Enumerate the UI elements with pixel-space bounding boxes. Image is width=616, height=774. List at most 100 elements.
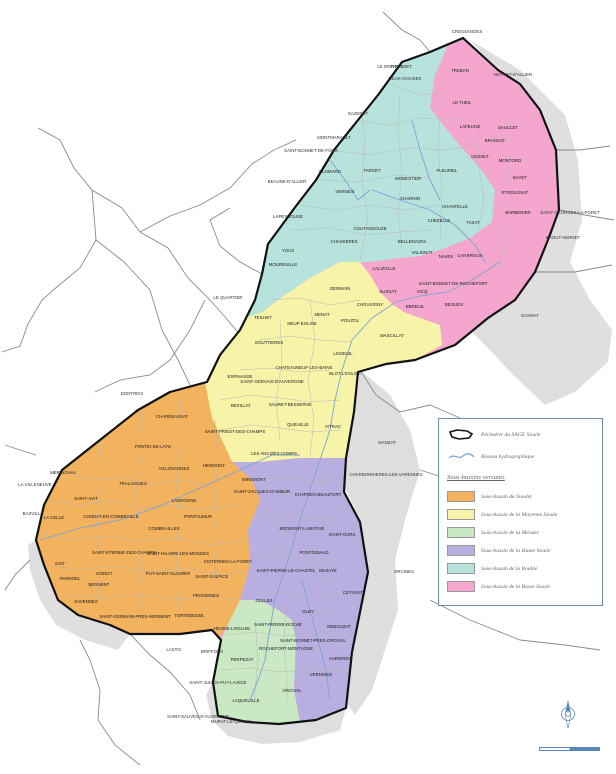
- place-label: POUZOL: [341, 318, 360, 323]
- legend-swatch: [447, 545, 475, 556]
- legend-item: Sous-bassin de la Basse Sioule: [447, 581, 550, 592]
- place-label: EBREUIL: [406, 304, 425, 309]
- legend-swatch: [447, 491, 475, 502]
- place-label: ORCIVAL: [283, 688, 303, 693]
- place-label: SAINT-JACQUES-D'AMBUR: [234, 489, 290, 494]
- legend-river-label: Réseau hydrographique: [481, 453, 535, 460]
- place-label: SAINT-GERVAIS-D'AUVERGNE: [240, 379, 303, 384]
- place-label: LE THEIL: [453, 100, 473, 105]
- place-label: CHASSERES: [330, 239, 357, 244]
- place-label: BRIFFONS: [201, 649, 223, 654]
- legend-item-label: Sous-bassin de la Méouze: [481, 529, 539, 536]
- place-label: MONESTIER: [395, 176, 421, 181]
- river-symbol-icon: [448, 453, 475, 459]
- legend-item-label: Sous-bassin du Sioulet: [481, 493, 532, 500]
- place-label: MONTMARAULT: [317, 135, 351, 140]
- place-label: TRALAIGUES: [119, 481, 147, 486]
- subbasin-haute-sioule: [232, 458, 368, 722]
- legend-item-label: Sous-bassin de la Bouble: [481, 565, 538, 572]
- legend-swatch: [447, 563, 475, 574]
- place-label: NAVES: [439, 254, 454, 259]
- place-label: ORCINES: [394, 569, 414, 574]
- place-label: PUY-SAINT-GULMIER: [146, 571, 190, 576]
- place-label: FLEURIEL: [437, 168, 459, 173]
- place-label: SAINT-BONNET-PRES-ORCIVAL: [280, 638, 347, 643]
- perimeter-symbol-icon: [448, 429, 474, 440]
- place-label: CHAREBASSAT: [156, 414, 189, 419]
- place-label: SAINT-BONNET-DE-FOUR: [284, 148, 338, 153]
- place-label: TRONGET: [390, 64, 412, 69]
- place-label: AURIERES: [329, 656, 352, 661]
- place-label: QUEUILLE: [287, 422, 309, 427]
- legend-swatch: [447, 581, 475, 592]
- legend-item: Sous-bassin du Sioulet: [447, 491, 532, 502]
- place-label: SAZERET: [348, 111, 369, 116]
- place-label: ROCHEFORT-MONTAGNE: [259, 646, 313, 651]
- place-label: GELLES: [255, 598, 272, 603]
- place-label: SAINT-ETIENNE-DES-CHAMPS: [92, 550, 156, 555]
- place-label: CHARROUX: [457, 253, 482, 258]
- place-label: NEUF-EGLISE: [287, 321, 316, 326]
- place-label: LE MONTET: [377, 64, 402, 69]
- place-label: CHOUVIGNY: [357, 302, 384, 307]
- place-label: SAINT-BONNET-DE-ROCHEFORT: [419, 281, 488, 286]
- place-label: VOINGT: [96, 571, 113, 576]
- place-label: CISTERNES-LA-FORET: [204, 559, 253, 564]
- outer-shading: [28, 40, 612, 744]
- place-label: LES ANCIZES-COMPS: [251, 451, 297, 456]
- river-network: [39, 119, 501, 701]
- place-label: LA CELLE: [44, 515, 64, 520]
- place-label: BLOMARD: [319, 169, 341, 174]
- place-label: CESSET: [471, 154, 489, 159]
- place-label: VITRAC: [325, 424, 341, 429]
- place-label: DEUX-CHAISES: [389, 76, 422, 81]
- place-label: BLOT-L'EGLISE: [329, 371, 361, 376]
- place-label: SAINT-AVIT: [74, 496, 98, 501]
- place-label: BERNENT: [89, 582, 110, 587]
- place-label: GIAT: [55, 561, 65, 566]
- legend-item-label: Sous-bassin de la Basse Sioule: [481, 583, 550, 590]
- legend-swatch: [447, 509, 475, 520]
- legend-item: Sous-bassin de la Moyenne Sioule: [447, 509, 557, 520]
- place-label: BEZILLAT: [231, 403, 251, 408]
- place-label: SAINT-GEORGES-LA-FORET: [540, 210, 600, 215]
- place-label: LANDOGNE: [172, 498, 197, 503]
- place-label: MENAT: [314, 312, 329, 317]
- place-label: TREBAN: [451, 68, 469, 73]
- place-label: TEILHET: [254, 315, 272, 320]
- legend-item-label: Sous-bassin de la Moyenne Sioule: [481, 511, 558, 518]
- place-label: LAFELINE: [460, 124, 481, 129]
- place-label: HERMONT: [203, 463, 226, 468]
- place-label: TAXAT: [466, 220, 480, 225]
- place-label: BAYET: [513, 175, 527, 180]
- place-label: MONTORD: [499, 158, 522, 163]
- place-label: SAURET-BESSERVE: [269, 402, 312, 407]
- place-label: BEAUNE-D'ALLIER: [268, 179, 307, 184]
- place-label: CHARBONNIERES-LES-VARENNES: [349, 472, 422, 477]
- place-label: COMBRAILLES: [148, 526, 179, 531]
- place-label: PERPEZAT: [231, 657, 254, 662]
- place-label: LALIZOLLE: [373, 266, 396, 271]
- place-label: LA VILLENEUVE: [18, 482, 52, 487]
- place-label: SAINT-PRIEST-DES-CHAMPS: [205, 429, 266, 434]
- place-label: VILLOSANGES: [159, 466, 190, 471]
- legend-perimeter-row: Périmètre du SAGE Sioule: [447, 429, 541, 440]
- place-label: BEGUES: [445, 302, 463, 307]
- place-label: LAPEYROUSE: [273, 214, 303, 219]
- place-label: GOUTTIERES: [255, 340, 284, 345]
- place-label: VERNEIX: [335, 189, 354, 194]
- subbasin-bouble: [200, 40, 495, 330]
- place-label: BARBERIER: [505, 210, 530, 215]
- place-label: SAINT-SAUVES-D'AUVERGNE: [167, 714, 229, 719]
- place-label: FERNOEL: [60, 576, 81, 581]
- place-label: TORTEBESSE: [174, 613, 203, 618]
- place-label: COUTANSOUZE: [353, 226, 386, 231]
- place-label: OLBY: [302, 609, 314, 614]
- legend-item: Sous-bassin de la Méouze: [447, 527, 539, 538]
- place-label: CHANTELLE: [442, 204, 468, 209]
- legend-perimeter-label: Périmètre du SAGE Sioule: [481, 431, 541, 438]
- legend-item-label: Sous-bassin de la Haute Sioule: [481, 547, 551, 554]
- place-label: CHEZELLE: [428, 218, 451, 223]
